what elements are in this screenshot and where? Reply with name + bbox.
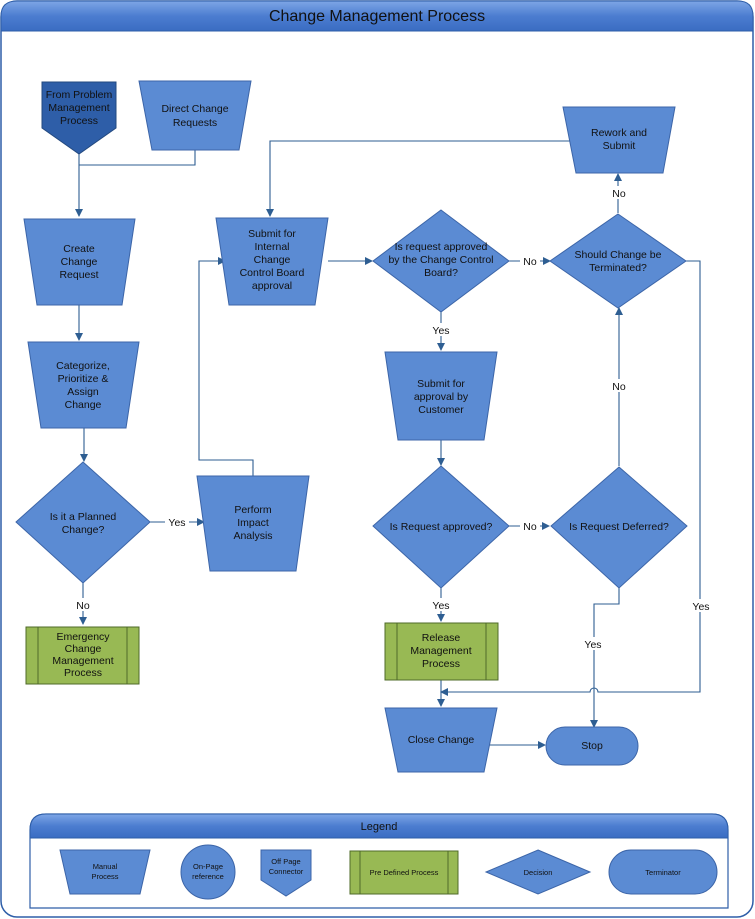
- node-emergency-line-2: Change: [65, 643, 102, 655]
- node-planned-line-1: Is it a Planned: [50, 511, 117, 523]
- node-release-line-2: Management: [410, 645, 471, 657]
- label-planned-no: No: [76, 600, 90, 612]
- title-bar: [0, 0, 754, 32]
- node-submit-internal: Submit for Internal Change Control Board…: [215, 217, 329, 306]
- node-direct-change: Direct Change Requests: [138, 80, 252, 151]
- node-emergency: Emergency Change Management Process: [25, 626, 140, 685]
- edge-labels: Yes No Yes No No Yes Yes No No Yes: [72, 186, 713, 651]
- legend-on-page-reference: On-Page reference: [180, 844, 236, 900]
- edge-rework-to-submit: [266, 140, 571, 217]
- node-create-change-line-2: Change: [61, 256, 98, 268]
- legend-manual-line-1: Manual: [93, 862, 118, 871]
- legend-onpage-line-1: On-Page: [193, 862, 223, 871]
- node-create-change-line-1: Create: [63, 243, 95, 255]
- node-ccb-line-2: by the Change Control: [388, 254, 493, 266]
- node-ccb-decision: Is request approved by the Change Contro…: [372, 209, 510, 313]
- node-impact-line-2: Impact: [237, 517, 269, 529]
- edge-direct-to-create: [79, 150, 196, 166]
- node-submit-internal-line-2: Internal: [254, 241, 289, 253]
- node-close: Close Change: [384, 707, 498, 773]
- node-categorize-line-4: Change: [65, 399, 102, 411]
- node-categorize-line-3: Assign: [67, 386, 99, 398]
- legend-terminator-label: Terminator: [645, 868, 681, 877]
- node-rework-line-1: Rework and: [591, 127, 647, 139]
- legend-decision: Decision: [484, 849, 592, 895]
- node-ccb-line-3: Board?: [424, 267, 458, 279]
- edge-terminated-to-close: [440, 260, 701, 696]
- node-categorize: Categorize, Prioritize & Assign Change: [27, 341, 140, 429]
- page-title: Change Management Process: [269, 8, 485, 25]
- node-deferred-line-1: Is Request Deferred?: [569, 521, 669, 533]
- node-from-problem-line-1: From Problem: [46, 89, 113, 101]
- legend-terminator: Terminator: [608, 849, 718, 895]
- node-deferred-decision: Is Request Deferred?: [550, 466, 688, 589]
- node-submit-customer-line-1: Submit for: [417, 378, 465, 390]
- node-request-approved-decision: Is Request approved?: [372, 465, 510, 589]
- node-submit-internal-line-1: Submit for: [248, 228, 296, 240]
- node-release-line-3: Process: [422, 658, 460, 670]
- node-terminated-line-2: Terminated?: [589, 262, 647, 274]
- label-ccb-no: No: [523, 256, 537, 268]
- node-ccb-line-1: Is request approved: [395, 241, 488, 253]
- legend-manual-line-2: Process: [91, 872, 118, 881]
- legend-offpage-line-2: Connector: [269, 867, 304, 876]
- node-submit-internal-line-5: approval: [252, 280, 292, 292]
- node-submit-internal-line-3: Change: [254, 254, 291, 266]
- label-terminate-no: No: [612, 188, 626, 200]
- node-from-problem-line-3: Process: [60, 115, 98, 127]
- label-approved-no: No: [523, 521, 537, 533]
- legend-onpage-line-2: reference: [192, 872, 224, 881]
- node-planned-line-2: Change?: [62, 524, 105, 536]
- node-impact-line-1: Perform: [234, 504, 272, 516]
- legend-header: [29, 813, 729, 839]
- legend-decision-label: Decision: [524, 868, 553, 877]
- node-emergency-line-1: Emergency: [56, 631, 110, 643]
- node-submit-internal-line-4: Control Board: [240, 267, 305, 279]
- node-terminated-line-1: Should Change be: [575, 249, 662, 261]
- label-deferred-yes: Yes: [584, 639, 601, 651]
- label-planned-yes: Yes: [168, 517, 185, 529]
- node-release-line-1: Release: [422, 632, 461, 644]
- edge-deferred-to-stop: [590, 588, 620, 728]
- node-from-problem-line-2: Management: [48, 102, 109, 114]
- node-submit-customer-line-3: Customer: [418, 404, 464, 416]
- node-impact: Perform Impact Analysis: [196, 475, 310, 572]
- legend: Legend Manual Process On-Page reference …: [29, 813, 729, 909]
- node-planned-decision: Is it a Planned Change?: [15, 461, 151, 584]
- label-approved-yes: Yes: [432, 600, 449, 612]
- node-stop: Stop: [545, 726, 639, 766]
- label-terminate-yes: Yes: [692, 601, 709, 613]
- node-terminated-decision: Should Change be Terminated?: [549, 213, 687, 309]
- label-deferred-no: No: [612, 381, 626, 393]
- node-close-line-1: Close Change: [408, 734, 475, 746]
- node-categorize-line-1: Categorize,: [56, 360, 110, 372]
- node-emergency-line-4: Process: [64, 667, 102, 679]
- node-submit-customer-line-2: approval by: [414, 391, 469, 403]
- legend-offpage-line-1: Off Page: [271, 857, 300, 866]
- legend-manual-process: Manual Process: [59, 849, 151, 895]
- node-direct-change-line-2: Requests: [173, 117, 217, 129]
- edge-impact-to-submit: [198, 257, 254, 476]
- node-create-change: Create Change Request: [23, 218, 136, 306]
- node-submit-customer: Submit for approval by Customer: [384, 351, 498, 441]
- node-emergency-line-3: Management: [52, 655, 113, 667]
- legend-off-page-connector: Off Page Connector: [260, 849, 312, 897]
- node-rework: Rework and Submit: [562, 106, 676, 174]
- node-direct-change-line-1: Direct Change: [161, 103, 228, 115]
- legend-title: Legend: [361, 821, 398, 833]
- legend-predefined-label: Pre Defined Process: [370, 868, 439, 877]
- node-categorize-line-2: Prioritize &: [58, 373, 109, 385]
- node-stop-label: Stop: [581, 740, 603, 752]
- node-impact-line-3: Analysis: [233, 530, 272, 542]
- node-rework-line-2: Submit: [603, 140, 636, 152]
- legend-predefined-process: Pre Defined Process: [349, 850, 459, 895]
- label-ccb-yes: Yes: [432, 325, 449, 337]
- node-from-problem: From Problem Management Process: [41, 81, 117, 155]
- node-release: Release Management Process: [384, 622, 499, 681]
- node-create-change-line-3: Request: [59, 269, 98, 281]
- node-request-approved-line-1: Is Request approved?: [390, 521, 493, 533]
